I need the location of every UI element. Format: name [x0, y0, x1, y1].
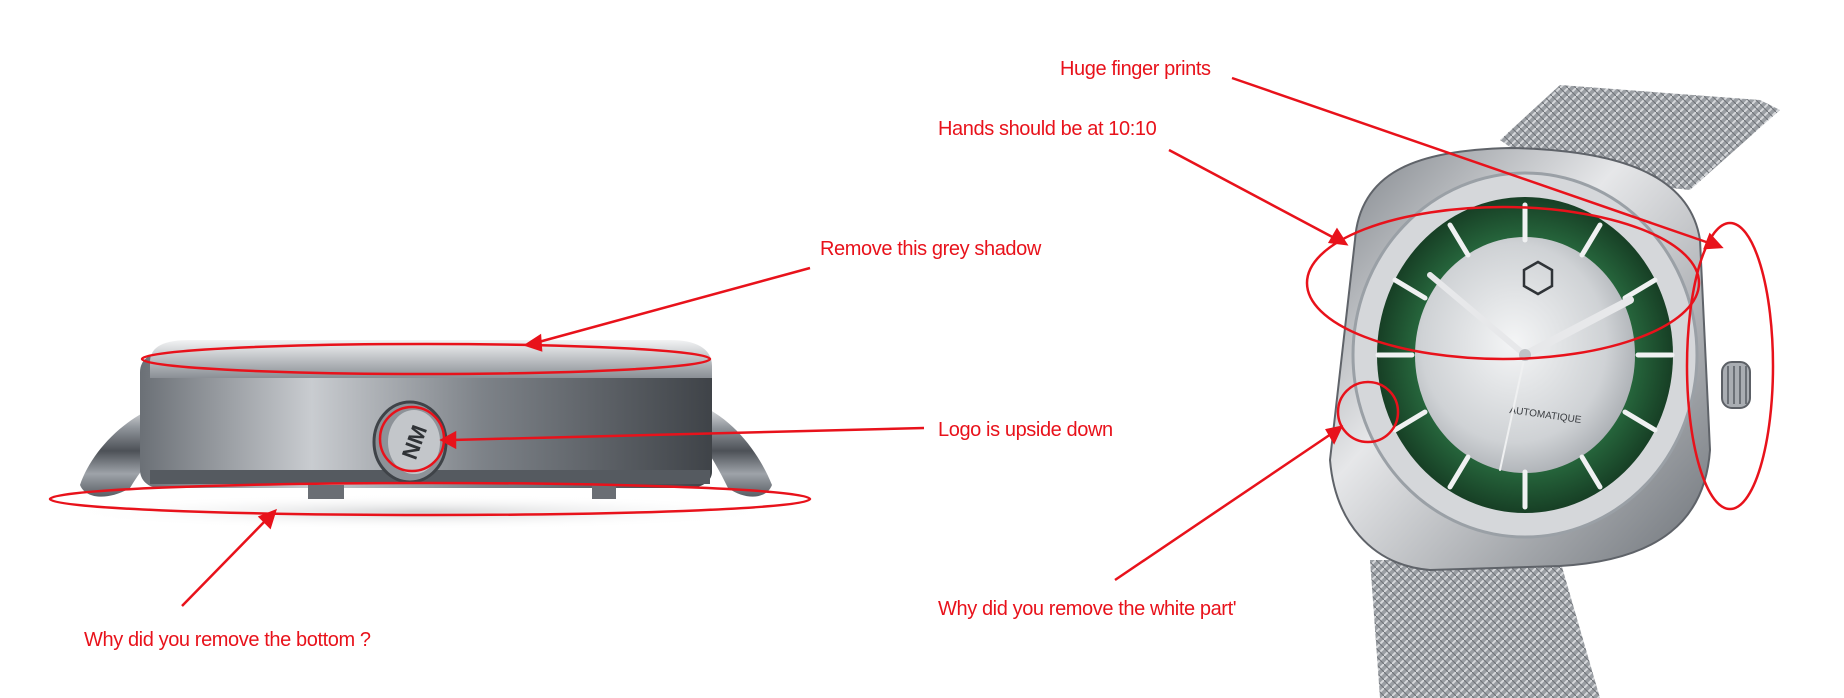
shadow-highlight-ellipse [140, 342, 712, 376]
annotation-removed-bottom: Why did you remove the bottom ? [84, 629, 371, 651]
annotation-arrows [181, 76, 1724, 607]
watch-front-view: AUTOMATIQUE [1328, 85, 1780, 698]
strap-bottom [1370, 560, 1600, 698]
front-crown [1721, 361, 1751, 409]
hands-highlight-ellipse [1305, 205, 1701, 361]
annotation-removed-white-part: Why did you remove the white part' [938, 598, 1237, 620]
hour-indices [1375, 202, 1675, 510]
bottom-highlight-ellipse [48, 481, 812, 517]
annotation-hands-position: Hands should be at 10:10 [938, 118, 1157, 140]
caseback-foot-left [308, 485, 344, 499]
annotation-remove-grey-shadow: Remove this grey shadow [820, 238, 1041, 260]
annotation-marks [48, 205, 1775, 517]
floor-shadow [60, 494, 780, 530]
bezel [150, 340, 712, 378]
annotation-finger-prints: Huge finger prints [1060, 58, 1211, 80]
white-part-highlight-circle [1336, 380, 1400, 444]
caseback-foot-right [592, 485, 616, 499]
dial-logo [1522, 260, 1554, 296]
crown: NM [372, 400, 448, 484]
fingerprint-highlight-ellipse [1685, 221, 1775, 511]
annotation-logo-upside-down: Logo is upside down [938, 419, 1113, 441]
watch-side-view: NM [60, 340, 780, 530]
